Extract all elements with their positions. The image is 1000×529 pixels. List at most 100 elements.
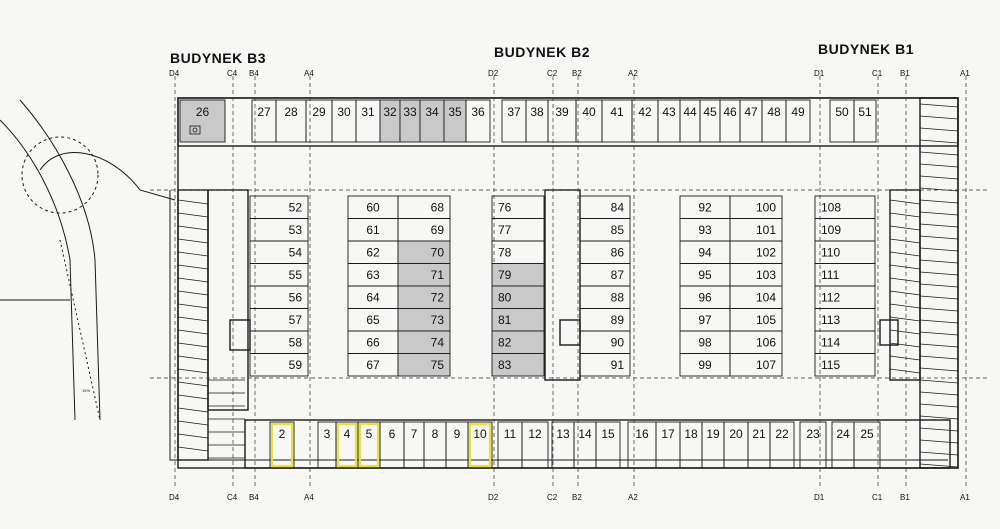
spot-number-95: 95	[698, 268, 712, 282]
spot-90: 90	[579, 330, 631, 354]
spot-box-12	[521, 421, 549, 469]
spot-number-78: 78	[498, 245, 512, 259]
spot-107: 107	[729, 353, 783, 377]
spot-number-14: 14	[578, 427, 592, 441]
spot-31: 31	[355, 99, 381, 143]
spot-98: 98	[679, 330, 731, 354]
spot-number-68: 68	[431, 200, 445, 214]
spot-42: 42	[631, 99, 659, 143]
spot-52: 52	[249, 195, 309, 219]
spot-58: 58	[249, 330, 309, 354]
spot-102: 102	[729, 240, 783, 264]
spot-number-3: 3	[324, 427, 331, 441]
spot-number-102: 102	[756, 245, 776, 259]
spot-number-18: 18	[684, 427, 698, 441]
spot-number-97: 97	[698, 313, 712, 327]
spot-88: 88	[579, 285, 631, 309]
spot-number-77: 77	[498, 223, 512, 237]
spot-14: 14	[573, 421, 597, 469]
spot-33: 33	[399, 99, 421, 143]
spot-number-35: 35	[448, 105, 462, 119]
spot-79: 79	[491, 263, 545, 287]
spot-30: 30	[331, 99, 357, 143]
spot-number-60: 60	[366, 200, 380, 214]
spot-number-28: 28	[284, 105, 298, 119]
spot-number-16: 16	[635, 427, 649, 441]
spot-64: 64	[347, 285, 399, 309]
spot-10: 10	[467, 421, 493, 469]
spot-number-83: 83	[498, 358, 512, 372]
spot-68: 68	[397, 195, 451, 219]
spot-number-8: 8	[432, 427, 439, 441]
spot-40: 40	[575, 99, 603, 143]
spot-34: 34	[419, 99, 445, 143]
spot-number-66: 66	[366, 335, 380, 349]
axis-label-top-C2: C2	[547, 69, 558, 78]
spot-number-11: 11	[504, 427, 517, 441]
spot-113: 113	[814, 308, 876, 332]
axis-label-bottom-B2: B2	[572, 493, 582, 502]
spot-number-105: 105	[756, 313, 776, 327]
spot-number-32: 32	[383, 105, 397, 119]
spot-74: 74	[397, 330, 451, 354]
spot-number-10: 10	[473, 427, 487, 441]
spot-20: 20	[723, 421, 749, 469]
spot-number-79: 79	[498, 268, 512, 282]
spot-number-15: 15	[601, 427, 615, 441]
spot-75: 75	[397, 353, 451, 377]
spot-number-55: 55	[289, 268, 303, 282]
spot-number-54: 54	[289, 245, 303, 259]
spot-number-114: 114	[821, 335, 840, 349]
spot-85: 85	[579, 218, 631, 242]
spot-number-47: 47	[744, 105, 758, 119]
spot-number-31: 31	[361, 105, 375, 119]
highlighted-spots	[270, 422, 492, 468]
spot-number-42: 42	[638, 105, 652, 119]
spot-43: 43	[657, 99, 681, 143]
axis-label-bottom-A1: A1	[960, 493, 970, 502]
spot-number-2: 2	[279, 427, 286, 441]
spot-number-57: 57	[289, 313, 303, 327]
spot-number-26: 26	[196, 105, 210, 119]
spot-number-4: 4	[344, 427, 351, 441]
spot-number-104: 104	[756, 290, 776, 304]
spot-number-101: 101	[756, 223, 776, 237]
spot-108: 108	[814, 195, 876, 219]
spot-number-49: 49	[791, 105, 805, 119]
building-label-b3: BUDYNEK B3	[170, 50, 267, 66]
spot-21: 21	[747, 421, 771, 469]
spot-82: 82	[491, 330, 545, 354]
spot-number-94: 94	[698, 245, 712, 259]
spot-number-89: 89	[611, 313, 625, 327]
spot-number-24: 24	[836, 427, 850, 441]
axis-label-bottom-B1: B1	[900, 493, 910, 502]
spot-number-52: 52	[289, 200, 303, 214]
spot-number-86: 86	[611, 245, 625, 259]
spot-number-107: 107	[756, 358, 776, 372]
spot-105: 105	[729, 308, 783, 332]
axis-label-top-C4: C4	[227, 69, 238, 78]
spot-55: 55	[249, 263, 309, 287]
spot-62: 62	[347, 240, 399, 264]
spot-8: 8	[423, 421, 447, 469]
spot-number-64: 64	[366, 290, 380, 304]
spot-69: 69	[397, 218, 451, 242]
spot-box-83	[491, 353, 545, 377]
spot-103: 103	[729, 263, 783, 287]
spot-53: 53	[249, 218, 309, 242]
spot-number-71: 71	[431, 268, 445, 282]
spot-84: 84	[579, 195, 631, 219]
spot-106: 106	[729, 330, 783, 354]
spot-number-7: 7	[411, 427, 418, 441]
spot-number-44: 44	[683, 105, 697, 119]
spot-4: 4	[335, 421, 359, 469]
spot-89: 89	[579, 308, 631, 332]
spot-80: 80	[491, 285, 545, 309]
spot-25: 25	[853, 421, 881, 469]
spot-number-90: 90	[611, 335, 625, 349]
axis-label-top-D2: D2	[488, 69, 499, 78]
spot-48: 48	[761, 99, 787, 143]
spot-number-87: 87	[611, 268, 625, 282]
axis-label-bottom-A4: A4	[304, 493, 314, 502]
